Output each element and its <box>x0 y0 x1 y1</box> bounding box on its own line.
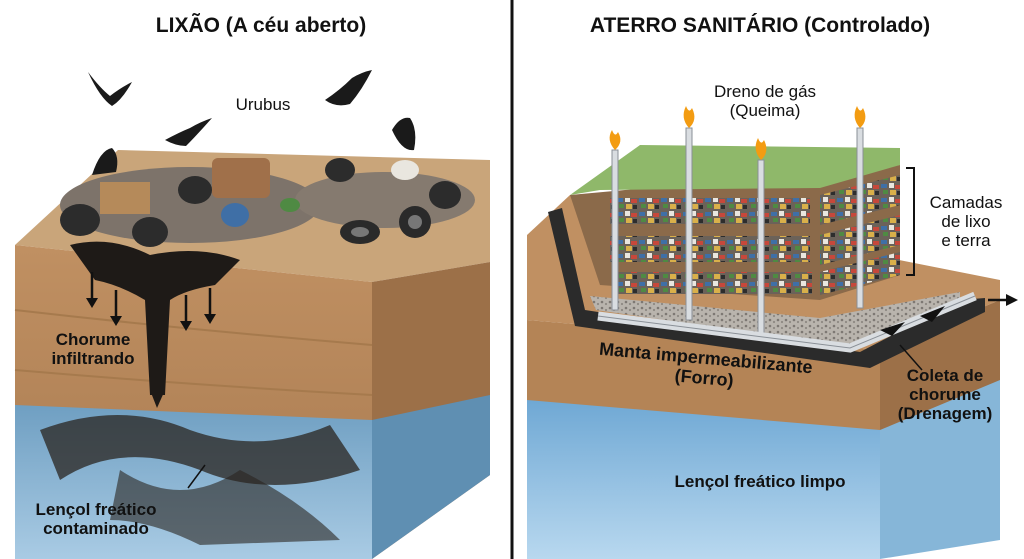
gas-label-line1: Dreno de gás <box>713 82 817 101</box>
clean-groundwater-label: Lençol freático limpo <box>674 472 846 491</box>
vulture-icons <box>88 70 416 175</box>
waste-layers <box>570 145 900 300</box>
gas-drain-label: Dreno de gás (Queima) <box>700 82 830 120</box>
leachate-label-line2: infiltrando <box>51 349 135 369</box>
groundwater-label-line1: Lençol freático <box>35 500 157 519</box>
leachate-infiltrating-label: Chorume infiltrando <box>38 330 148 368</box>
dump-title: LIXÃO (A céu aberto) <box>155 14 367 37</box>
layers-label-line3: e terra <box>941 231 991 251</box>
gas-flame-icons <box>609 106 866 160</box>
leachate-collection-label: Coleta de chorume (Drenagem) <box>888 366 1002 423</box>
contaminated-groundwater <box>15 395 490 559</box>
collection-leader-line <box>899 344 923 371</box>
collection-label-line2: chorume <box>909 385 981 405</box>
layers-label-line2: de lixo <box>941 212 991 232</box>
leachate-label-line1: Chorume <box>55 330 131 349</box>
landfill-title: ATERRO SANITÁRIO (Controlado) <box>589 14 931 37</box>
clean-groundwater <box>527 380 1000 559</box>
vultures-label: Urubus <box>235 95 291 114</box>
leachate-collection-pipe <box>597 291 1018 353</box>
contaminated-groundwater-label: Lençol freático contaminado <box>8 500 184 538</box>
collection-label-line3: (Drenagem) <box>897 404 993 424</box>
gravel-drainage-layer <box>590 292 960 346</box>
trash-pile <box>60 158 475 247</box>
layers-label: Camadas de lixo e terra <box>918 193 1014 250</box>
gas-label-line2: (Queima) <box>729 101 801 121</box>
layers-bracket <box>906 167 915 276</box>
infiltration-arrows <box>86 272 216 331</box>
layers-label-line1: Camadas <box>929 193 1003 212</box>
collection-label-line1: Coleta de <box>906 366 984 385</box>
contamination-leader-line <box>187 464 206 489</box>
leachate-plume <box>70 241 240 408</box>
groundwater-label-line2: contaminado <box>43 519 149 539</box>
